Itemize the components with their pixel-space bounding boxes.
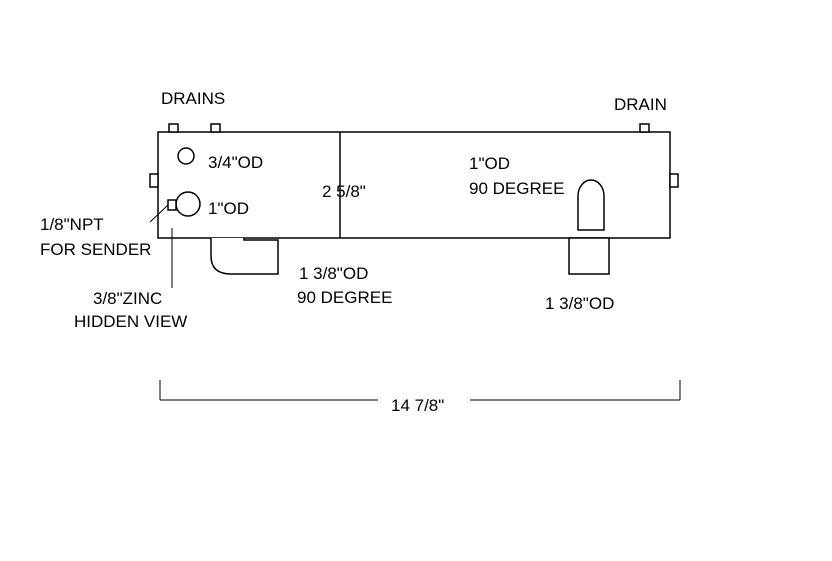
sender-fitting [167,199,177,211]
port-one-inch-label: 1"OD [208,199,249,218]
drain-stub-right [639,123,650,133]
npt-leader-line [149,204,169,223]
port-three-quarter-label: 3/4"OD [208,153,264,172]
width-dimension-label: 2 5/8" [322,182,366,201]
drain-label: DRAIN [614,95,667,114]
drain-stub-left-2 [210,123,221,133]
bottom-elbow-port [210,238,279,275]
right-port-label-1: 1"OD [469,154,510,173]
port-three-quarter-circle [177,147,195,165]
end-stub-left [149,173,159,188]
straight-port-label: 1 3/8"OD [545,294,615,313]
elbow-port-label-2: 90 DEGREE [297,288,393,307]
right-elbow-port [577,179,605,231]
port-one-inch-circle [175,191,201,217]
drains-label: DRAINS [161,89,226,108]
elbow-port-label-1: 1 3/8"OD [299,264,369,283]
zinc-label-1: 3/8"ZINC [93,289,163,308]
zinc-label-2: HIDDEN VIEW [74,312,188,331]
npt-label-1: 1/8"NPT [40,215,104,234]
end-stub-right [669,173,679,188]
length-dimension-label: 14 7/8" [391,396,445,415]
drain-stub-left-1 [168,123,179,133]
bottom-straight-port [568,237,610,275]
right-port-label-2: 90 DEGREE [469,179,565,198]
npt-label-2: FOR SENDER [40,240,152,259]
